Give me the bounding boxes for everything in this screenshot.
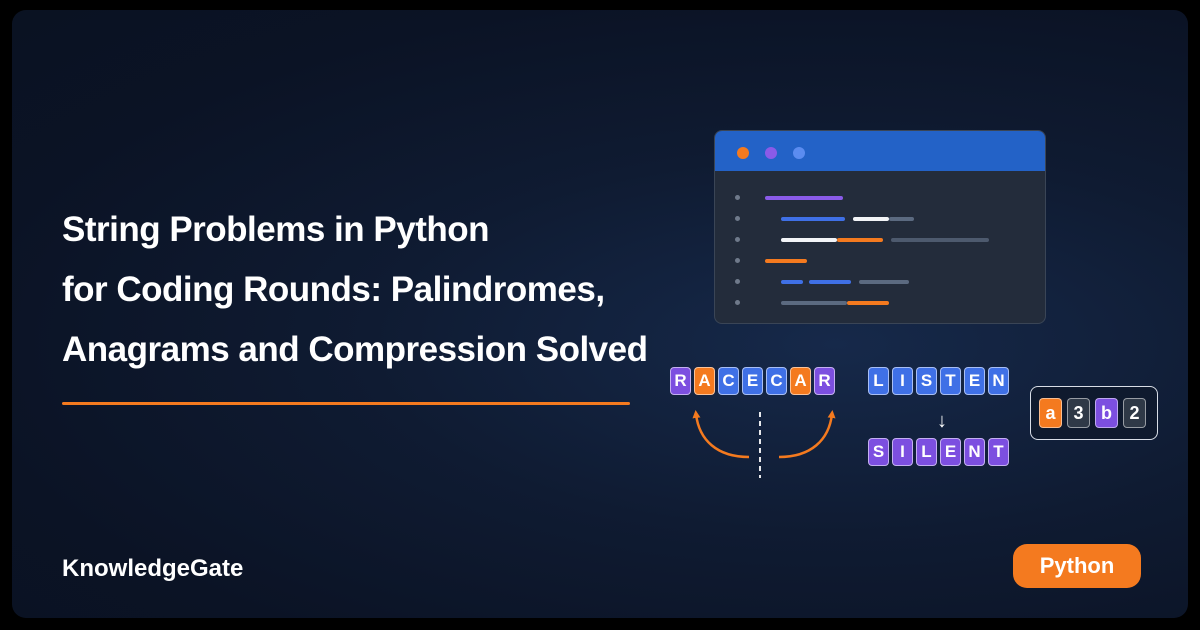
code-line-2c xyxy=(889,217,914,221)
brand-name: KnowledgeGate xyxy=(62,555,244,582)
gutter-dot xyxy=(735,279,740,284)
arrow-down-icon: ↓ xyxy=(937,410,947,432)
anagram-letter: L xyxy=(868,367,889,395)
code-line-5c xyxy=(859,280,909,284)
code-editor-window-icon xyxy=(714,130,1046,324)
title-line-2: for Coding Rounds: Palindromes, xyxy=(62,270,605,309)
palindrome-letter: R xyxy=(670,367,691,395)
code-lines xyxy=(715,171,1045,323)
gutter-dot xyxy=(735,237,740,242)
thumbnail-card: String Problems in Python for Coding Rou… xyxy=(12,10,1188,618)
title-line-3: Anagrams and Compression Solved xyxy=(62,330,648,369)
compression-box: a 3 b 2 xyxy=(1030,386,1158,440)
code-line-3a xyxy=(781,238,837,242)
anagram-letter: S xyxy=(868,438,889,466)
python-tag-button[interactable]: Python xyxy=(1013,544,1141,588)
code-line-6a xyxy=(781,301,847,305)
gutter-dot xyxy=(735,195,740,200)
anagram-letter: I xyxy=(892,438,913,466)
code-line-2a xyxy=(781,217,845,221)
anagram-letter: T xyxy=(940,367,961,395)
palindrome-letter: C xyxy=(766,367,787,395)
code-line-4 xyxy=(765,259,807,263)
anagram-letter: N xyxy=(988,367,1009,395)
compression-token: 2 xyxy=(1123,398,1146,428)
anagram-letter: E xyxy=(964,367,985,395)
code-line-1 xyxy=(765,196,843,200)
title-line-1: String Problems in Python xyxy=(62,210,489,249)
left-curved-arrow-icon xyxy=(692,410,750,459)
code-line-3b xyxy=(837,238,883,242)
window-dot-purple-icon xyxy=(765,147,777,159)
window-dot-orange-icon xyxy=(737,147,749,159)
palindrome-letter: A xyxy=(790,367,811,395)
gutter-dot xyxy=(735,216,740,221)
page-title: String Problems in Python for Coding Rou… xyxy=(62,200,682,380)
gutter-dot xyxy=(735,300,740,305)
anagram-letter: E xyxy=(940,438,961,466)
palindrome-letter: E xyxy=(742,367,763,395)
palindrome-letter: A xyxy=(694,367,715,395)
code-line-5b xyxy=(809,280,851,284)
code-line-2b xyxy=(853,217,889,221)
anagram-letter: L xyxy=(916,438,937,466)
editor-title-bar xyxy=(715,131,1045,171)
code-line-3c xyxy=(891,238,989,242)
anagram-letter: N xyxy=(964,438,985,466)
compression-token: b xyxy=(1095,398,1118,428)
code-line-6b xyxy=(847,301,889,305)
anagram-letter: I xyxy=(892,367,913,395)
palindrome-letter: R xyxy=(814,367,835,395)
right-curved-arrow-icon xyxy=(778,410,836,459)
gutter-dot xyxy=(735,258,740,263)
title-underline xyxy=(62,402,630,405)
palindrome-letter: C xyxy=(718,367,739,395)
anagram-letter: T xyxy=(988,438,1009,466)
window-dot-blue-icon xyxy=(793,147,805,159)
compression-token: 3 xyxy=(1067,398,1090,428)
anagram-letter: S xyxy=(916,367,937,395)
code-line-5a xyxy=(781,280,803,284)
compression-token: a xyxy=(1039,398,1062,428)
curved-arrows-icon xyxy=(692,410,836,478)
